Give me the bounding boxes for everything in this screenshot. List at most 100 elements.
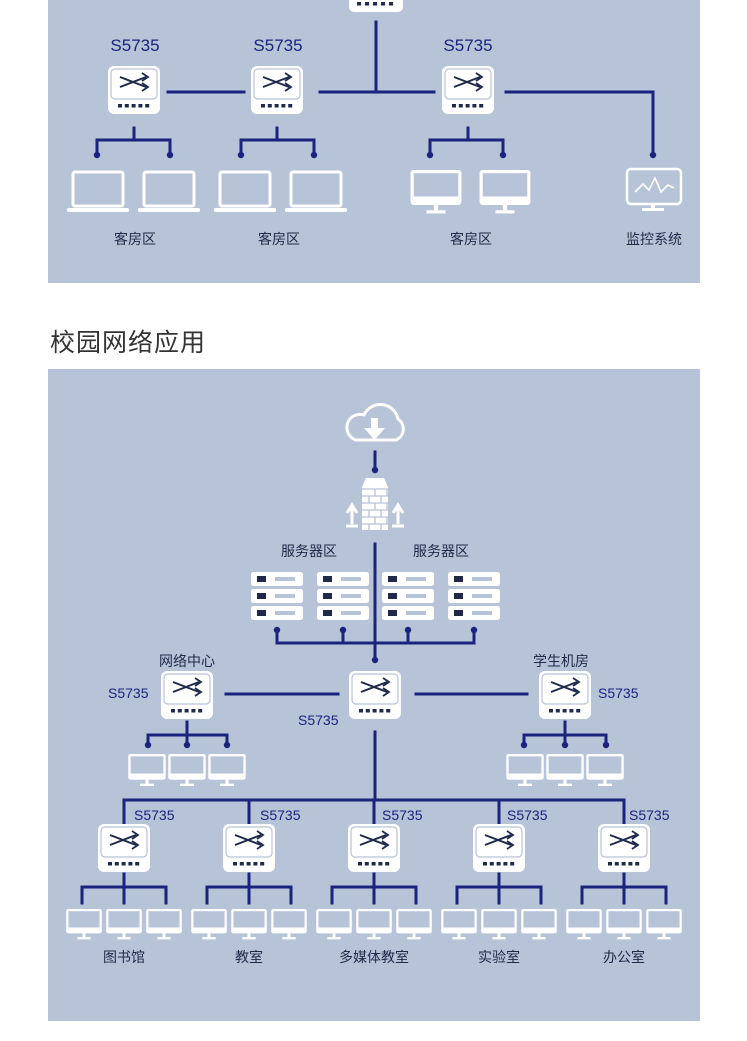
monitor-icon: [479, 170, 531, 214]
monitor-stand: [577, 937, 591, 940]
laptop-screen: [142, 170, 196, 208]
monitor-neck: [412, 933, 416, 938]
arrow-head: [364, 428, 385, 440]
monitor-stand: [557, 783, 573, 786]
port-led: [373, 2, 377, 6]
switch-icon: [223, 824, 275, 872]
port-led: [365, 2, 369, 6]
monitor-screen: [273, 911, 305, 928]
port-led: [359, 709, 363, 713]
connection-dot: [602, 741, 610, 749]
guest-room-label: 客房区: [258, 232, 300, 248]
cross-arrows: [453, 76, 481, 88]
port-led: [569, 709, 574, 713]
laptop-screen: [218, 170, 272, 208]
cross-arrows: [234, 834, 262, 846]
monitor-stand: [426, 210, 446, 214]
laptop-icon: [285, 170, 347, 212]
port-led: [135, 862, 140, 866]
port-led: [118, 104, 122, 108]
monitor-icon: [106, 909, 142, 940]
connection-dot: [310, 151, 318, 159]
monitor-stand: [242, 937, 256, 940]
monitor-screen: [170, 756, 204, 774]
laboratory-label: 实验室: [478, 950, 520, 966]
monitor-screen: [443, 911, 475, 928]
port-led: [549, 709, 553, 713]
server-led: [323, 593, 332, 599]
laptop-icon: [138, 170, 200, 212]
port-led: [452, 104, 456, 108]
port-led: [191, 709, 196, 713]
switch-label: S5735: [443, 36, 493, 55]
laptop-screen: [289, 170, 343, 208]
monitor-neck: [603, 779, 607, 784]
arrow-head: [194, 677, 203, 687]
core-switch-label: S5735: [298, 712, 339, 728]
monitor-neck: [651, 204, 655, 208]
switch-face: [163, 673, 211, 705]
branch-switch-label: S5735: [629, 807, 670, 823]
port-led: [483, 862, 487, 866]
monitor-screen: [130, 756, 164, 774]
monitor-icon: [146, 909, 182, 940]
server-icon: [251, 572, 303, 620]
library-label: 图书馆: [103, 950, 145, 966]
monitor-stand: [452, 937, 466, 940]
monitor-stand: [407, 937, 421, 940]
connection-dot: [426, 151, 434, 159]
port-led: [288, 104, 293, 108]
arrow-head: [475, 72, 484, 82]
cross-arrows: [360, 681, 388, 693]
port-led: [253, 862, 258, 866]
arrow-head: [131, 830, 140, 840]
server-led: [388, 593, 397, 599]
server-led: [257, 593, 266, 599]
monitor-stand: [202, 937, 216, 940]
port-led: [371, 862, 376, 866]
switch-face: [225, 826, 273, 858]
guest-room-label: 客房区: [450, 232, 492, 248]
switch-icon: [161, 671, 213, 719]
server-area-label: 服务器区: [281, 544, 337, 560]
port-led: [365, 709, 370, 713]
server-icon: [448, 572, 500, 620]
branch-switch-label: S5735: [134, 807, 175, 823]
port-led: [267, 104, 272, 108]
arrow-head: [506, 830, 515, 840]
cross-arrows: [484, 834, 512, 846]
server-led: [454, 576, 463, 582]
monitoring-screen-icon: [625, 167, 683, 211]
monitor-icon: [66, 909, 102, 940]
arrow-head: [382, 677, 391, 687]
port-led: [503, 862, 508, 866]
monitor-screen: [523, 911, 555, 928]
switch-face: [475, 826, 523, 858]
port-led: [458, 104, 463, 108]
monitor-stand: [77, 937, 91, 940]
monitor-neck: [207, 933, 211, 938]
arrow-head: [475, 82, 484, 92]
server-slot: [472, 594, 492, 598]
switch-body: [349, 0, 403, 12]
cross-arrows: [119, 76, 147, 88]
port-led: [385, 862, 390, 866]
monitor-screen: [608, 911, 640, 928]
monitor-icon: [128, 754, 166, 786]
laptop-icon: [67, 170, 129, 212]
monitor-icon: [586, 754, 624, 786]
student-lab-label: 学生机房: [533, 654, 589, 670]
arrow-head: [506, 840, 515, 850]
monitoring-system-label: 监控系统: [626, 232, 682, 248]
monitor-stand: [157, 937, 171, 940]
connection-dot: [166, 151, 174, 159]
cross-arrows: [172, 681, 200, 693]
port-led: [358, 862, 362, 866]
monitor-icon: [191, 909, 227, 940]
cross-arrows: [262, 76, 290, 88]
server-slot: [341, 594, 361, 598]
monitor-screen: [68, 911, 100, 928]
connection-dot: [561, 741, 569, 749]
port-led: [465, 104, 470, 108]
port-led: [131, 104, 136, 108]
